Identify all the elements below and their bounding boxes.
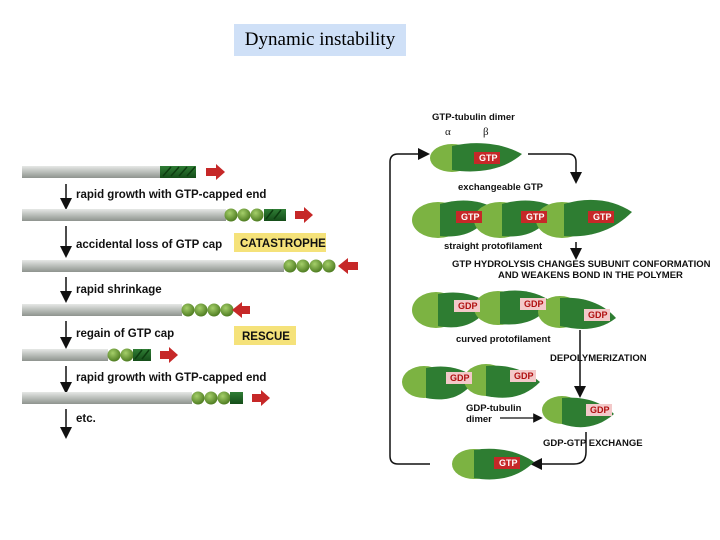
gdp-tag: GDP <box>514 371 534 381</box>
slide-title: Dynamic instability <box>234 24 406 56</box>
catastrophe-box <box>234 233 326 252</box>
gdp-tag: GDP <box>588 310 608 320</box>
gdp-tubulin-dimer: GDP <box>542 396 614 428</box>
mt-row-6 <box>22 390 270 406</box>
alpha-label: α <box>445 126 451 138</box>
step-label-5: rapid growth with GTP-capped end <box>76 372 266 384</box>
growth-arrow-icon <box>160 347 178 363</box>
left-panel: rapid growth with GTP-capped end acciden… <box>22 164 358 439</box>
gtp-tubulin-dimer-bottom: GTP <box>452 448 534 480</box>
step-label-4: regain of GTP cap <box>76 328 174 340</box>
gdp-tag: GDP <box>524 299 544 309</box>
mt-row-4 <box>22 302 250 318</box>
depolymerization-label: DEPOLYMERIZATION <box>550 353 647 364</box>
step-label-3: rapid shrinkage <box>76 284 162 296</box>
rescue-box <box>234 326 296 345</box>
gdp-dimer-label-2: dimer <box>466 414 492 425</box>
gdp-tag: GDP <box>590 405 610 415</box>
dimer-title: GTP-tubulin dimer <box>432 112 515 123</box>
gtp-tag: GTP <box>499 458 518 468</box>
gdp-gtp-exchange-label: GDP-GTP EXCHANGE <box>543 438 643 449</box>
mt-row-1 <box>22 164 225 180</box>
shrink-arrow-icon <box>232 302 250 318</box>
mt-row-2 <box>22 207 313 223</box>
gtp-tag: GTP <box>461 212 480 222</box>
exchangeable-gtp-label: exchangeable GTP <box>458 182 544 193</box>
gtp-tubulin-dimer: GTP <box>430 143 522 172</box>
beta-label: β <box>483 126 489 138</box>
hydrolysis-line-2: AND WEAKENS BOND IN THE POLYMER <box>498 270 683 281</box>
step-label-1: rapid growth with GTP-capped end <box>76 189 266 201</box>
gdp-dimer-label-1: GDP-tubulin <box>466 403 522 414</box>
shrink-arrow-icon <box>338 258 358 274</box>
catastrophe-label: CATASTROPHE <box>240 238 326 250</box>
hydrolysis-line-1: GTP HYDROLYSIS CHANGES SUBUNIT CONFORMAT… <box>452 259 711 270</box>
straight-protofilament-label: straight protofilament <box>444 241 543 252</box>
mt-row-3 <box>22 258 358 274</box>
gtp-tag: GTP <box>479 153 498 163</box>
depolymerizing-protofilament: GDP GDP <box>402 364 540 400</box>
growth-arrow-icon <box>206 164 225 180</box>
step-label-2: accidental loss of GTP cap <box>76 239 222 251</box>
right-panel: GTP-tubulin dimer α β GTP exchangeable G… <box>389 112 711 480</box>
rescue-label: RESCUE <box>242 331 290 343</box>
gtp-tag: GTP <box>593 212 612 222</box>
curved-protofilament: GDP GDP GDP <box>412 290 616 329</box>
gtp-tag: GTP <box>526 212 545 222</box>
curved-protofilament-label: curved protofilament <box>456 334 551 345</box>
step-label-6: etc. <box>76 413 96 425</box>
growth-arrow-icon <box>252 390 270 406</box>
gdp-tag: GDP <box>458 301 478 311</box>
gdp-tag: GDP <box>450 373 470 383</box>
straight-protofilament: GTP GTP GTP <box>412 199 632 238</box>
growth-arrow-icon <box>295 207 313 223</box>
mt-row-5 <box>22 347 178 363</box>
